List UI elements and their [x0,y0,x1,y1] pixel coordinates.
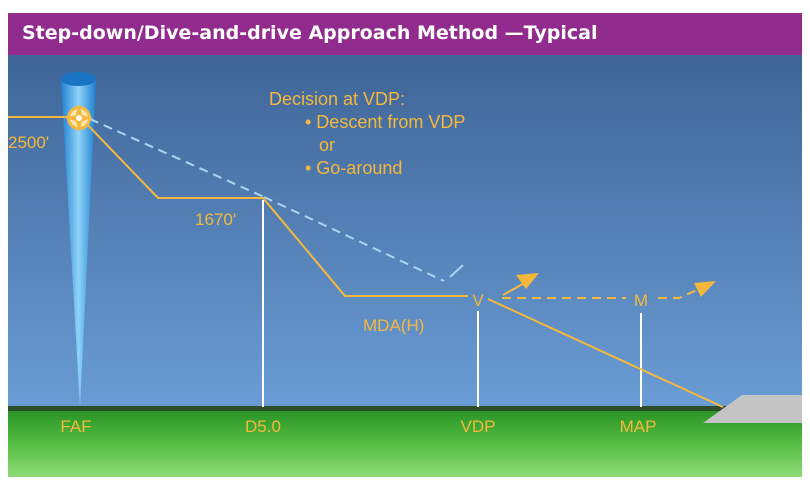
approach-diagram: Decision at VDP: • Descent from VDP or •… [8,55,802,477]
runway [703,395,802,423]
decision-heading: Decision at VDP: [269,89,405,109]
go-around-arrow-icon [516,273,539,289]
d50-label: D5.0 [245,417,281,436]
glide-reference-lower [263,196,445,282]
title-bar: Step-down/Dive-and-drive Approach Method… [8,13,802,55]
altitude-1670-label: 1670' [195,210,236,229]
vdp-marker: V [472,291,484,310]
map-marker: M [634,291,648,310]
faf-cone-top [61,72,96,86]
ground-edge [8,406,802,411]
mda-label: MDA(H) [363,316,424,335]
faf-cone [61,79,96,407]
altitude-2500-label: 2500' [8,133,49,152]
go-around-arrow-icon [694,281,716,297]
glide-reference-tick [449,264,464,278]
decision-option-go-around: • Go-around [305,158,402,178]
approach-scene: Decision at VDP: • Descent from VDP or •… [8,55,802,477]
diagram-title: Step-down/Dive-and-drive Approach Method… [22,22,598,44]
faf-label: FAF [60,417,91,436]
fix-waypoint-icon [65,104,93,132]
vdp-label: VDP [461,417,496,436]
vdp-descent-path [487,298,724,408]
glide-reference-upper [89,118,265,198]
sky [8,55,802,412]
decision-option-descent: • Descent from VDP [305,112,465,132]
ground [8,411,802,477]
map-go-around-line [658,288,700,299]
map-label: MAP [620,417,657,436]
decision-or: or [319,135,335,155]
